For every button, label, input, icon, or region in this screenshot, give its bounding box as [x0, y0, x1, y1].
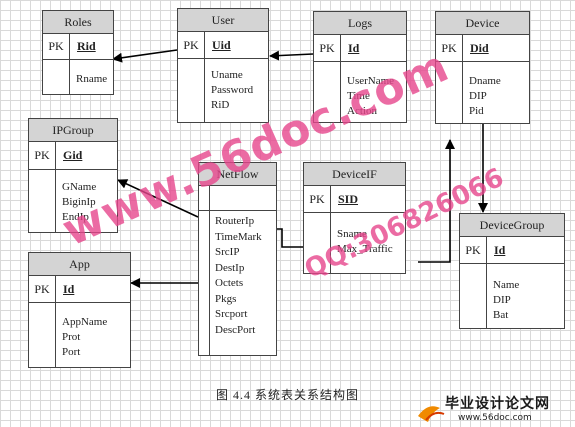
entity-logs-title: Logs	[314, 12, 406, 35]
pk-label: PK	[304, 186, 331, 212]
entity-netflow: NetFlow RouterIp TimeMark SrcIP DestIp O…	[198, 162, 277, 356]
pk-field-id: Id	[63, 281, 75, 296]
attr-time: Time	[347, 90, 370, 102]
entity-deviceif-attrs: Sname Max_Traffic	[304, 213, 405, 273]
entity-app: App PK Id AppName Prot Port	[28, 252, 131, 368]
entity-devicegroup-attrs: Name DIP Bat	[460, 264, 564, 328]
pk-label: PK	[178, 32, 205, 58]
link-user-roles	[112, 49, 178, 63]
entity-roles-attrs: Rname	[43, 60, 113, 94]
entity-deviceif-title: DeviceIF	[304, 163, 405, 186]
entity-app-pk-row: PK Id	[29, 276, 130, 303]
entity-netflow-attrs: RouterIp TimeMark SrcIP DestIp Octets Pk…	[199, 211, 276, 355]
attr-dname: Dname	[469, 75, 501, 87]
pk-field-rid: Rid	[77, 39, 96, 53]
entity-ipgroup: IPGroup PK Gid GName BiginIp EndIp	[28, 118, 118, 233]
entity-ipgroup-pk-row: PK Gid	[29, 142, 117, 170]
entity-device-title: Device	[436, 12, 529, 35]
attr-rid: RiD	[211, 99, 230, 111]
attr-srcport: Srcport	[215, 308, 248, 320]
pk-field-sid: SID	[338, 191, 359, 206]
pk-label: PK	[29, 276, 56, 302]
pk-field-id: Id	[494, 242, 506, 257]
attr-bat: Bat	[493, 309, 509, 321]
attr-rname: Rname	[76, 73, 108, 85]
attr-endip: EndIp	[62, 211, 89, 223]
entity-device-attrs: Dname DIP Pid	[436, 62, 529, 123]
entity-device-pk-row: PK Did	[436, 35, 529, 62]
attr-port: Port	[62, 346, 81, 358]
entity-app-attrs: AppName Prot Port	[29, 303, 130, 367]
entity-netflow-title: NetFlow	[199, 163, 276, 186]
pk-field-uid: Uid	[212, 37, 231, 52]
entity-devicegroup-pk-row: PK Id	[460, 237, 564, 264]
entity-devicegroup: DeviceGroup PK Id Name DIP Bat	[459, 213, 565, 329]
pk-field-gid: Gid	[63, 148, 83, 162]
pk-label: PK	[314, 35, 341, 61]
entity-ipgroup-title: IPGroup	[29, 119, 117, 142]
attr-descport: DescPort	[215, 323, 256, 336]
attr-routerip: RouterIp	[215, 215, 255, 227]
pk-label: PK	[436, 35, 463, 61]
attr-name: Name	[493, 279, 520, 291]
link-deviceif-netflow	[277, 228, 310, 248]
entity-ipgroup-attrs: GName BiginIp EndIp	[29, 170, 117, 232]
attr-password: Password	[211, 84, 254, 96]
pk-label: PK	[29, 142, 56, 169]
attr-dip: DIP	[493, 294, 511, 306]
attr-srcip: SrcIP	[215, 246, 240, 258]
attr-max-traffic: Max_Traffic	[337, 243, 393, 255]
attr-username: UserName	[347, 75, 395, 87]
pk-field-id: Id	[348, 40, 360, 55]
attr-pkgs: Pkgs	[215, 292, 237, 305]
logo-url[interactable]: www.56doc.com	[458, 413, 532, 423]
attr-pid: Pid	[469, 105, 484, 117]
site-logo	[418, 406, 445, 422]
attr-gname: GName	[62, 181, 97, 193]
logo-text: 毕业设计论文网	[445, 396, 550, 412]
entity-logs-attrs: UserName Time Action	[314, 62, 406, 122]
attr-uname: Uname	[211, 69, 243, 81]
entity-netflow-pk-row	[199, 186, 276, 211]
pk-label: PK	[460, 237, 487, 263]
entity-user-attrs: Uname Password RiD	[178, 59, 268, 122]
entity-logs: Logs PK Id UserName Time Action	[313, 11, 407, 123]
entity-user-pk-row: PK Uid	[178, 32, 268, 59]
pk-field-did: Did	[470, 40, 489, 55]
entity-deviceif-pk-row: PK SID	[304, 186, 405, 213]
attr-timemark: TimeMark	[215, 230, 262, 243]
entity-device: Device PK Did Dname DIP Pid	[435, 11, 530, 124]
pk-label	[199, 186, 210, 210]
attr-action: Action	[347, 105, 377, 117]
attr-sname: Sname	[337, 228, 367, 240]
link-deviceif-device	[418, 139, 455, 263]
attr-destip: DestIp	[215, 261, 245, 274]
entity-roles-pk-row: PK Rid	[43, 34, 113, 60]
entity-user-title: User	[178, 9, 268, 32]
attr-appname: AppName	[62, 316, 108, 328]
entity-logs-pk-row: PK Id	[314, 35, 406, 62]
entity-roles: Roles PK Rid Rname	[42, 10, 114, 95]
entity-app-title: App	[29, 253, 130, 276]
attr-prot: Prot	[62, 331, 81, 343]
entity-devicegroup-title: DeviceGroup	[460, 214, 564, 237]
figure-caption: 图 4.4 系统表关系结构图	[215, 388, 359, 402]
link-logs-user	[269, 50, 314, 61]
pk-label: PK	[43, 34, 70, 59]
entity-user: User PK Uid Uname Password RiD	[177, 8, 269, 123]
entity-roles-title: Roles	[43, 11, 113, 34]
attr-dip: DIP	[469, 90, 487, 102]
entity-deviceif: DeviceIF PK SID Sname Max_Traffic	[303, 162, 406, 274]
attr-biginip: BiginIp	[62, 196, 96, 208]
attr-octets: Octets	[215, 277, 244, 289]
link-netflow-ipgroup	[117, 179, 199, 218]
